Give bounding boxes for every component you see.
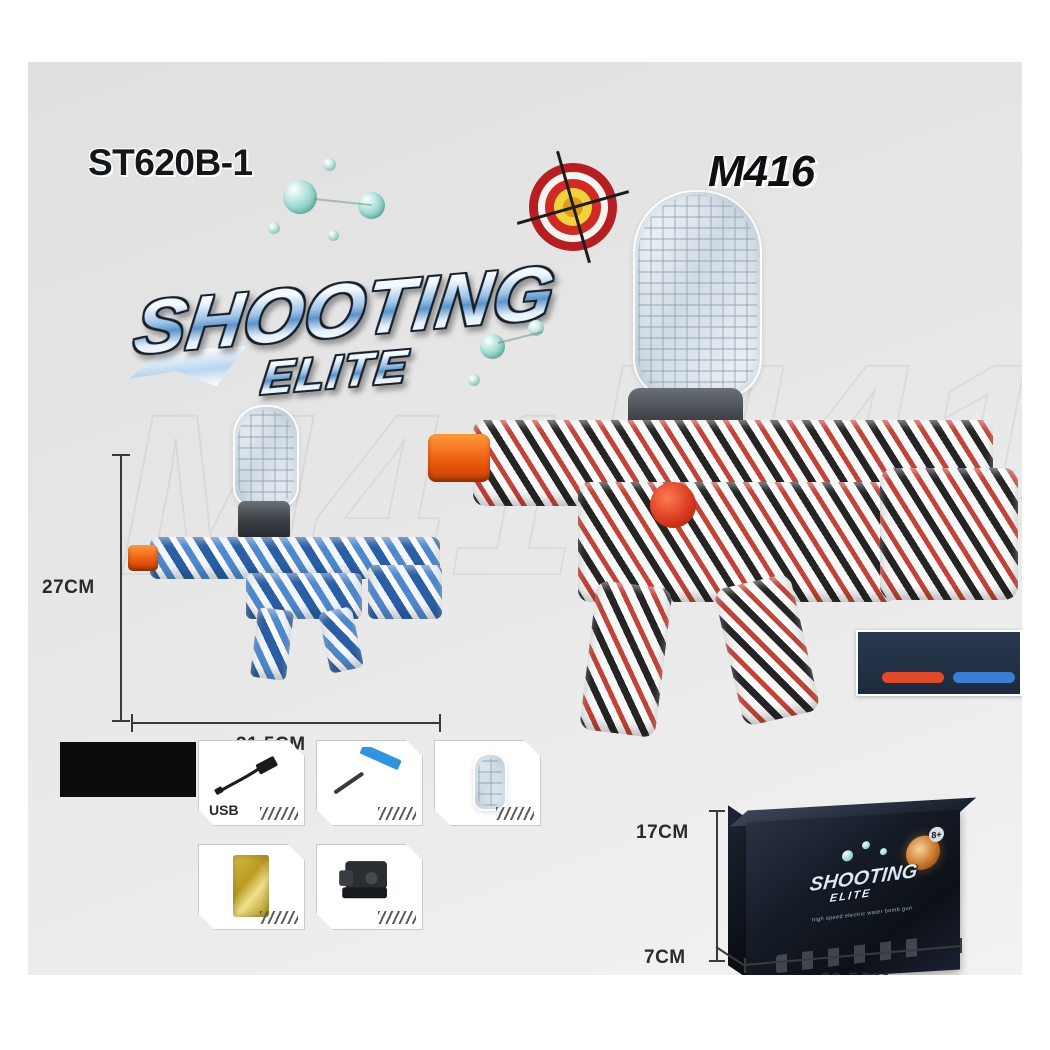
accessory-label-usb: USB bbox=[209, 802, 239, 818]
scope-sight-icon bbox=[331, 855, 409, 909]
box-age-badge: 8+ bbox=[929, 825, 944, 843]
card-hatch-decoration bbox=[496, 807, 534, 820]
box-bead-icon bbox=[862, 840, 870, 850]
width-dimension-line bbox=[131, 722, 441, 724]
retail-packaging-box: 8+ SHOOTING ELITE high speed electric wa… bbox=[728, 797, 977, 975]
model-code-title: ST620B-1 bbox=[88, 142, 253, 183]
height-dimension-cap bbox=[112, 720, 130, 722]
height-dimension-cap bbox=[112, 454, 130, 456]
gel-bead-icon bbox=[283, 180, 317, 214]
box-side-panel bbox=[728, 805, 748, 975]
m416-hopper bbox=[633, 190, 762, 399]
card-hatch-decoration bbox=[378, 807, 416, 820]
product-height-label: 27CM bbox=[42, 577, 95, 598]
gel-bead-icon bbox=[323, 158, 336, 171]
blue-gun-hopper bbox=[233, 405, 299, 509]
card-hatch-decoration bbox=[260, 807, 298, 820]
box-width-label: 32.5CM bbox=[820, 970, 890, 975]
product-name-title: M416 bbox=[708, 147, 815, 196]
card-hatch-decoration bbox=[378, 911, 416, 924]
blue-gun-magazine bbox=[249, 607, 295, 681]
width-dimension-cap bbox=[439, 714, 441, 732]
m416-red-accent-dot bbox=[650, 482, 696, 528]
accessory-card-gel-beads bbox=[198, 844, 305, 930]
blue-gun-stock bbox=[368, 565, 442, 619]
blue-gel-blaster-product-photo bbox=[128, 397, 458, 687]
bullseye-target-icon bbox=[516, 150, 630, 264]
box-height-label: 17CM bbox=[636, 822, 689, 843]
m416-receiver bbox=[578, 482, 898, 602]
accessory-card-hopper bbox=[434, 740, 541, 826]
m416-magazine bbox=[579, 579, 673, 739]
card-hatch-decoration bbox=[260, 911, 298, 924]
box-width-dimension-cap bbox=[960, 938, 962, 953]
box-depth-label: 7CM bbox=[644, 947, 686, 968]
blue-gun-muzzle-tip bbox=[128, 545, 158, 571]
m416-stock bbox=[880, 468, 1018, 600]
gel-bead-icon bbox=[480, 334, 505, 359]
gel-bead-icon bbox=[528, 320, 544, 336]
product-canvas: M416 M416 ST620B-1 M416 SHOOTING ELITE bbox=[28, 62, 1022, 975]
gel-bead-icon bbox=[468, 374, 480, 386]
gel-bead-pack-icon bbox=[233, 855, 269, 917]
box-width-dimension-cap bbox=[744, 958, 746, 973]
accessory-card-scope bbox=[316, 844, 423, 930]
box-height-dimension-cap bbox=[709, 960, 725, 962]
usb-cable-icon bbox=[207, 749, 291, 803]
accessory-card-loading-tool bbox=[316, 740, 423, 826]
width-dimension-cap bbox=[131, 714, 133, 732]
box-height-dimension-line bbox=[716, 810, 718, 962]
box-bead-icon bbox=[842, 849, 853, 863]
loading-tool-icon bbox=[325, 747, 411, 803]
hopper-icon bbox=[473, 753, 507, 811]
gel-bead-icon bbox=[358, 192, 385, 219]
box-front-panel: 8+ SHOOTING ELITE high speed electric wa… bbox=[746, 809, 960, 975]
m416-muzzle-tip bbox=[428, 434, 490, 482]
height-dimension-line bbox=[120, 454, 122, 722]
color-swatch-blue[interactable] bbox=[953, 672, 1015, 683]
box-tagline: high speed electric water bomb gun bbox=[812, 905, 913, 924]
color-variant-panel bbox=[856, 630, 1022, 696]
gel-bead-icon bbox=[328, 230, 339, 241]
color-swatch-orange-red[interactable] bbox=[882, 672, 944, 683]
accessory-card-usb-cable: USB bbox=[198, 740, 305, 826]
box-bead-icon bbox=[880, 847, 887, 856]
m416-gel-blaster-product-photo bbox=[428, 182, 1018, 739]
accessory-battery-pack bbox=[60, 742, 196, 797]
blue-gun-feed-neck bbox=[238, 501, 290, 541]
box-height-dimension-cap bbox=[709, 810, 725, 812]
gel-bead-icon bbox=[268, 222, 280, 234]
